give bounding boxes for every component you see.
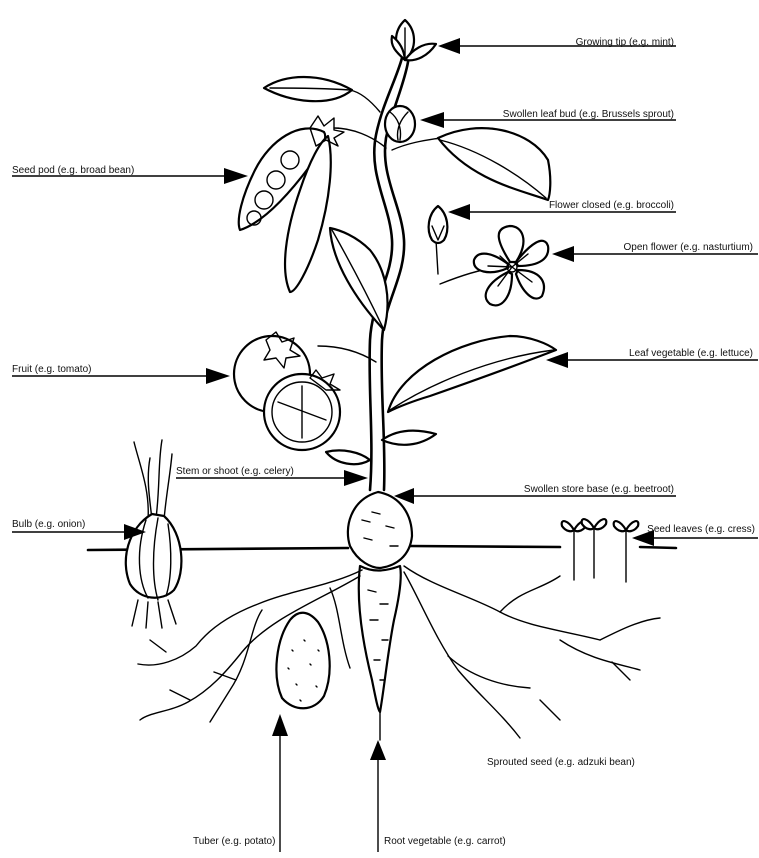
label-sprouted-seed: Sprouted seed (e.g. adzuki bean) xyxy=(487,757,635,769)
label-swollen-store-base: Swollen store base (e.g. beetroot) xyxy=(524,484,674,496)
carrot xyxy=(359,566,401,740)
label-bulb: Bulb (e.g. onion) xyxy=(12,519,85,531)
cress-seedlings xyxy=(562,519,639,582)
label-root-vegetable: Root vegetable (e.g. carrot) xyxy=(384,836,506,848)
flower-bud xyxy=(429,206,448,274)
label-tuber: Tuber (e.g. potato) xyxy=(193,836,275,848)
label-fruit: Fruit (e.g. tomato) xyxy=(12,364,91,376)
tomato-fruit xyxy=(234,332,376,450)
label-stem-or-shoot: Stem or shoot (e.g. celery) xyxy=(176,466,294,478)
middle-left-leaf xyxy=(330,228,388,330)
label-flower-closed: Flower closed (e.g. broccoli) xyxy=(549,200,674,212)
growing-tip xyxy=(392,20,436,60)
label-leaf-vegetable: Leaf vegetable (e.g. lettuce) xyxy=(629,348,753,360)
top-left-leaf xyxy=(264,77,380,112)
small-lower-leaves xyxy=(326,431,436,465)
label-seed-pod: Seed pod (e.g. broad bean) xyxy=(12,165,134,177)
label-open-flower: Open flower (e.g. nasturtium) xyxy=(624,242,754,254)
label-seed-leaves: Seed leaves (e.g. cress) xyxy=(647,524,755,536)
right-upper-leaf xyxy=(392,128,550,200)
label-growing-tip: Growing tip (e.g. mint) xyxy=(576,37,674,49)
potato-tuber xyxy=(276,613,329,709)
label-swollen-leaf-bud: Swollen leaf bud (e.g. Brussels sprout) xyxy=(503,109,674,121)
swollen-leaf-bud xyxy=(385,106,415,142)
lettuce-leaf xyxy=(388,336,556,412)
open-flower xyxy=(440,226,548,305)
beetroot-base xyxy=(348,492,412,568)
